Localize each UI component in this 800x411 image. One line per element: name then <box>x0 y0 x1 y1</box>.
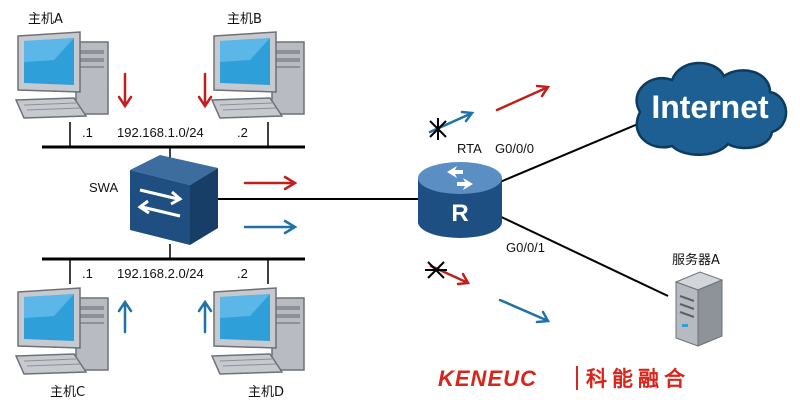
arrow-switch-red <box>243 175 298 191</box>
server-label: 服务器A <box>672 252 720 268</box>
blocked-x-icon <box>429 118 447 140</box>
switch-icon <box>130 155 218 245</box>
interface-g001-label: G0/0/1 <box>506 240 545 255</box>
logo-cn-text: 科能融合 <box>586 367 690 391</box>
internet-cloud: Internet <box>635 61 788 156</box>
top-port-left: .1 <box>82 125 93 140</box>
router-symbol: R <box>451 200 468 227</box>
router-rta: R <box>418 162 502 238</box>
logo-en-text: KENEUC <box>438 366 537 391</box>
desktop-computer-icon <box>211 31 305 119</box>
server-tower-icon <box>674 271 724 347</box>
desktop-computer-icon <box>15 31 109 119</box>
switch-label: SWA <box>89 180 118 195</box>
server-a <box>674 271 724 347</box>
cloud-icon <box>635 61 788 156</box>
bottom-port-left: .1 <box>82 266 93 281</box>
desktop-computer-icon <box>15 287 109 375</box>
arrow-up-host-c <box>117 299 133 334</box>
host-b-label: 主机B <box>227 12 262 27</box>
host-c-label: 主机C <box>50 385 85 400</box>
router-icon <box>418 162 502 238</box>
arrow-server-blue <box>498 298 551 324</box>
router-label: RTA <box>457 141 482 156</box>
arrow-up-host-d <box>197 299 213 334</box>
arrow-internet-red <box>495 84 551 112</box>
host-a-label: 主机A <box>28 12 63 27</box>
desktop-computer-icon <box>211 287 305 375</box>
blocked-x-icon <box>425 261 447 279</box>
arrow-switch-blue <box>243 219 298 235</box>
bottom-port-right: .2 <box>237 266 248 281</box>
bottom-subnet-label: 192.168.2.0/24 <box>117 266 204 281</box>
top-port-right: .2 <box>237 125 248 140</box>
router-server-link <box>494 213 669 297</box>
keneuc-logo: KENEUC 科能融合 <box>438 366 690 391</box>
host-d-label: 主机D <box>248 385 284 400</box>
host-c <box>15 287 109 375</box>
host-d <box>211 287 305 375</box>
arrow-down-host-a <box>117 72 133 109</box>
arrow-down-host-b <box>197 72 213 109</box>
host-b <box>211 31 305 119</box>
interface-g000-label: G0/0/0 <box>495 141 534 156</box>
switch-swa <box>130 155 218 245</box>
internet-label: Internet <box>651 89 769 125</box>
arrow-internet-blue <box>428 110 475 134</box>
router-internet-link <box>499 120 646 183</box>
host-a <box>15 31 109 119</box>
top-subnet-label: 192.168.1.0/24 <box>117 125 204 140</box>
